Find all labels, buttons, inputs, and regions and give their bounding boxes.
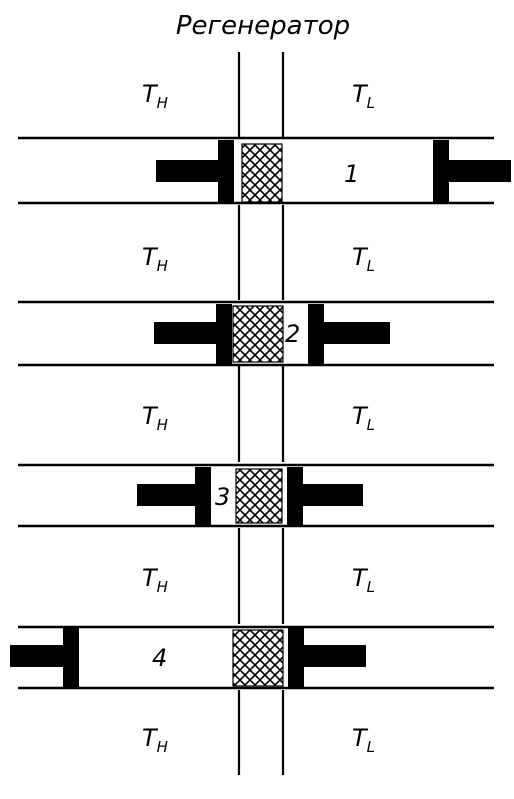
cold-piston-rod bbox=[449, 160, 511, 182]
cylinder-stage-4: 4 bbox=[10, 625, 494, 690]
cold-piston-rod bbox=[303, 484, 363, 506]
cylinder-stage-3: 3 bbox=[18, 463, 494, 528]
hot-piston bbox=[195, 467, 211, 525]
cold-piston bbox=[433, 140, 449, 202]
hot-piston-rod bbox=[156, 160, 218, 182]
regenerator-matrix bbox=[235, 468, 283, 524]
temp-row-2: TH TL bbox=[142, 243, 375, 275]
hot-temp-label: TH bbox=[142, 80, 168, 112]
stage-number-label: 2 bbox=[285, 320, 300, 348]
hot-piston bbox=[216, 304, 232, 364]
cold-temp-label: TL bbox=[352, 243, 375, 275]
cold-piston-rod bbox=[304, 645, 366, 667]
hot-temp-label: TH bbox=[142, 402, 168, 434]
temp-row-5: TH TL bbox=[142, 724, 375, 756]
hot-piston bbox=[218, 140, 234, 202]
regenerator-matrix bbox=[241, 143, 283, 203]
temp-row-3: TH TL bbox=[142, 402, 375, 434]
stage-number-label: 4 bbox=[152, 644, 167, 672]
hot-temp-label: TH bbox=[142, 243, 168, 275]
cylinder-stage-1: 1 bbox=[18, 136, 511, 205]
cold-piston bbox=[288, 627, 304, 687]
hot-piston bbox=[63, 627, 79, 687]
hot-piston-rod bbox=[154, 322, 216, 344]
hot-temp-label: TH bbox=[142, 724, 168, 756]
cold-temp-label: TL bbox=[352, 402, 375, 434]
cold-temp-label: TL bbox=[352, 564, 375, 596]
hot-temp-label: TH bbox=[142, 564, 168, 596]
regenerator-matrix bbox=[232, 305, 284, 363]
regenerator-title: Регенератор bbox=[176, 11, 350, 41]
regenerator-boundary-lines bbox=[237, 52, 285, 775]
stage-number-label: 1 bbox=[344, 160, 359, 188]
regenerator-matrix bbox=[232, 629, 284, 687]
cold-piston bbox=[308, 304, 324, 364]
cold-piston-rod bbox=[324, 322, 390, 344]
cylinder-stage-2: 2 bbox=[18, 300, 494, 367]
hot-piston-rod bbox=[137, 484, 195, 506]
cold-temp-label: TL bbox=[352, 724, 375, 756]
cold-temp-label: TL bbox=[352, 80, 375, 112]
hot-piston-rod bbox=[10, 645, 63, 667]
temp-row-1: TH TL bbox=[142, 80, 375, 112]
stage-number-label: 3 bbox=[215, 483, 230, 511]
cold-piston bbox=[287, 467, 303, 525]
temp-row-4: TH TL bbox=[142, 564, 375, 596]
